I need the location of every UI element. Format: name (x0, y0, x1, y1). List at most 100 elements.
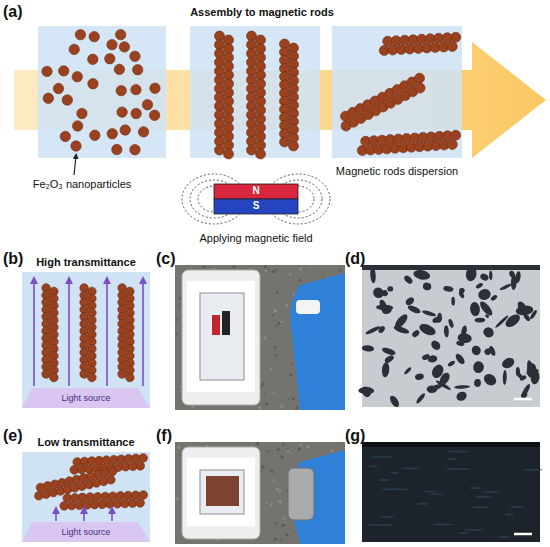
photo-speckle (330, 450, 333, 453)
light-ray (111, 510, 113, 521)
photo-speckle (179, 454, 181, 456)
photo-speckle (256, 442, 259, 445)
nanoparticle (62, 95, 72, 105)
photo-speckle (265, 283, 266, 284)
phone-screen (187, 458, 255, 526)
aggregate-blob (469, 301, 480, 316)
photo-speckle (179, 386, 181, 388)
nanoparticle (108, 467, 117, 476)
aggregate-blob (475, 282, 484, 289)
dim-streak (463, 529, 484, 531)
micrograph-background (362, 442, 540, 542)
photo-speckle (264, 265, 267, 268)
nanoparticle (43, 93, 53, 103)
photo-speckle (273, 479, 275, 481)
aggregate-blob (448, 318, 455, 328)
photo-speckle (175, 333, 177, 335)
photo-speckle (286, 534, 289, 537)
aggregate-blob (429, 339, 442, 352)
photo-speckle (289, 273, 292, 276)
photo-speckle (281, 539, 283, 541)
photo-speckle (268, 269, 270, 271)
nanoparticle (119, 42, 129, 52)
photo-speckle (267, 298, 268, 299)
dim-streak (403, 468, 419, 470)
aggregate-blob (418, 322, 438, 338)
magnet-pole: S (253, 200, 260, 212)
aggregate-blob (526, 363, 536, 378)
aggregate-blob (503, 370, 507, 385)
photo-background (175, 265, 345, 410)
magnet-south (214, 199, 298, 214)
nanoparticle (149, 110, 159, 120)
aggregate-blob (471, 345, 482, 357)
dim-streak (429, 493, 444, 495)
solution-box (22, 272, 150, 408)
aggregate-blob (511, 275, 517, 290)
aggregate-blob (365, 325, 382, 336)
photo-speckle (282, 443, 285, 446)
aggregate-blob (388, 394, 401, 408)
dim-streak (367, 524, 395, 526)
nanoparticle (150, 83, 160, 93)
dim-streak (469, 487, 482, 489)
nanoparticle (42, 370, 51, 379)
photo-speckle (292, 397, 295, 400)
photo-speckle (287, 447, 289, 449)
photo-speckle (272, 314, 274, 316)
nanoparticle (77, 108, 87, 118)
aggregate-blob (411, 329, 421, 338)
photo-speckle (265, 346, 266, 347)
dim-streak (476, 496, 492, 498)
aggregate-blob (475, 318, 486, 323)
dim-streak (369, 456, 394, 458)
photo-speckle (287, 393, 289, 395)
nanoparticle (71, 141, 81, 151)
photo-speckle (276, 488, 279, 491)
aggregate-blob (474, 379, 481, 387)
cuvette-holder (200, 293, 244, 380)
nanoparticle (451, 130, 461, 140)
nanoparticle (80, 370, 89, 379)
photo-speckle (270, 469, 273, 472)
photo-speckle (277, 448, 280, 451)
dim-streak (447, 458, 457, 460)
nanoparticle (117, 107, 127, 117)
photo-speckle (285, 304, 288, 307)
nanoparticle (69, 44, 79, 54)
dim-streak (445, 468, 471, 470)
aggregate-blob (414, 373, 424, 381)
light-source-label: Light source (61, 527, 110, 537)
aggregate-blob (403, 366, 412, 375)
nanoparticle (120, 125, 130, 135)
magnet-disk (288, 468, 314, 520)
photo-speckle (270, 368, 273, 371)
aggregate-blob (490, 294, 498, 302)
aggregate-blob (378, 299, 388, 311)
magnet-label: Applying magnetic field (199, 232, 312, 245)
aggregate-blob (407, 304, 422, 315)
dim-streak (433, 524, 455, 526)
nanoparticle (451, 32, 461, 42)
panel-letter: (a) (3, 3, 23, 21)
photo-speckle (278, 500, 282, 504)
aggregate-blob (523, 313, 532, 322)
aggregate-blob (422, 309, 437, 317)
photo-speckle (265, 508, 266, 509)
dim-streak (380, 516, 395, 518)
photo-speckle (299, 267, 302, 270)
dim-streak (497, 536, 510, 538)
aggregate-blob (415, 392, 426, 404)
aggregate-blob (437, 313, 442, 323)
panel-letter: (d) (345, 250, 365, 268)
aggregate-blob (454, 385, 470, 389)
tissue (296, 300, 320, 314)
photo-speckle (233, 266, 236, 269)
photo-speckle (295, 406, 298, 409)
micrograph-header (362, 442, 540, 447)
photo-speckle (274, 346, 277, 349)
aggregate-blob (371, 285, 386, 300)
aggregate-blob (483, 347, 492, 356)
aggregate-blob (458, 291, 465, 299)
